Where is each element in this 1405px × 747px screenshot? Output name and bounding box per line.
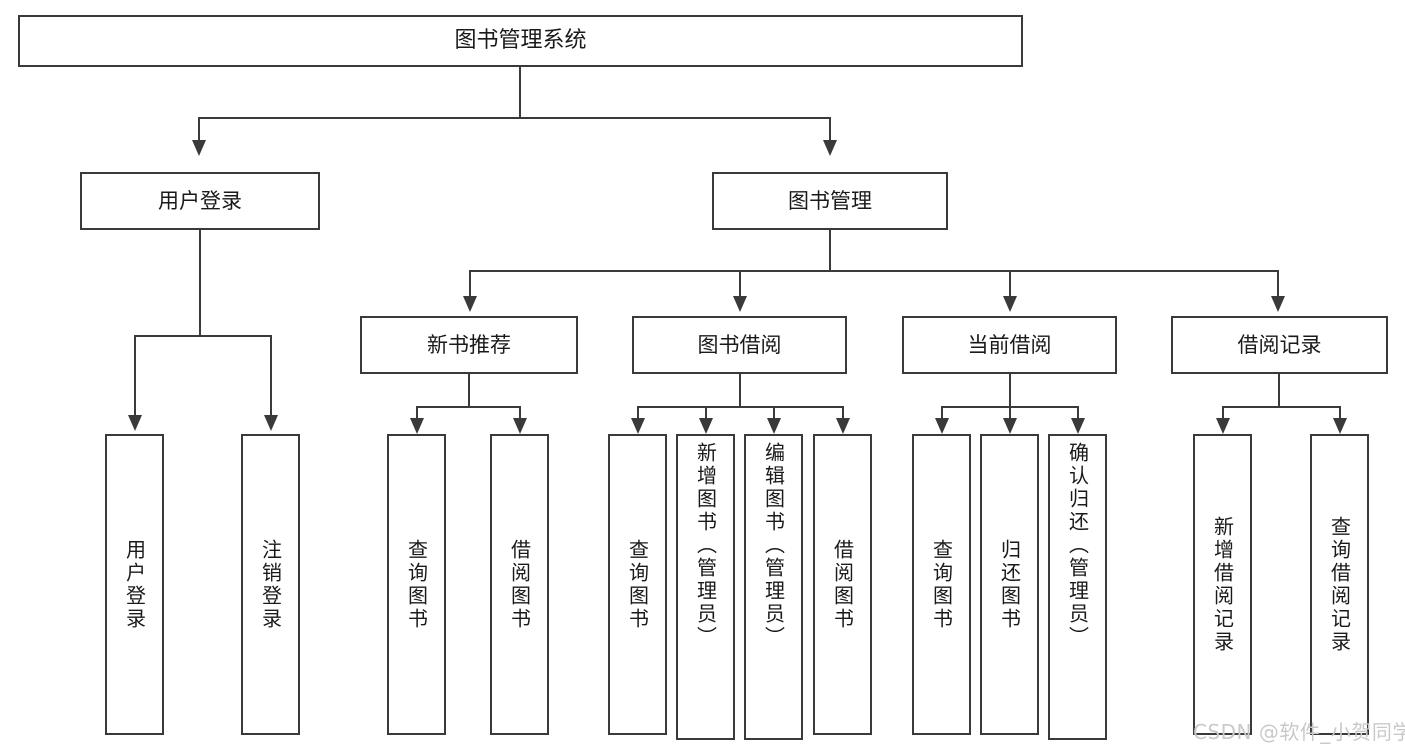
leaf-borrow-edit-book[interactable]: 编辑图书（管理员）: [744, 434, 803, 740]
connector-records-child-2: [1339, 406, 1341, 420]
node-new-book-recommendation[interactable]: 新书推荐: [360, 316, 578, 374]
connector-new-book-bar: [416, 406, 521, 408]
leaf-new-book-borrow[interactable]: 借阅图书: [490, 434, 549, 735]
leaf-label: 查询借阅记录: [1327, 515, 1352, 654]
leaf-records-add[interactable]: 新增借阅记录: [1193, 434, 1252, 735]
arrowhead-leaf-borrow-4: [836, 418, 850, 434]
arrowhead-leaf-borrow-2: [699, 418, 713, 434]
connector-to-borrow: [739, 270, 741, 298]
node-book-borrowing[interactable]: 图书借阅: [632, 316, 847, 374]
connector-current-child-1: [941, 406, 943, 420]
leaf-current-confirm-return[interactable]: 确认归还（管理员）: [1048, 434, 1107, 740]
arrowhead-user-login: [192, 140, 206, 156]
node-current-borrowing[interactable]: 当前借阅: [902, 316, 1117, 374]
leaf-label: 注销登录: [258, 538, 283, 631]
arrowhead-records: [1271, 296, 1285, 312]
leaf-label: 用户登录: [122, 538, 147, 631]
leaf-current-query[interactable]: 查询图书: [912, 434, 971, 735]
leaf-borrow-borrow-book[interactable]: 借阅图书: [813, 434, 872, 735]
connector-root-stem: [519, 67, 521, 117]
arrowhead-leaf-user-login-1: [128, 415, 142, 431]
connector-level2-bar: [469, 270, 1279, 272]
connector-current-stem: [1009, 374, 1011, 408]
leaf-new-book-query[interactable]: 查询图书: [387, 434, 446, 735]
node-book-management[interactable]: 图书管理: [712, 172, 948, 230]
leaf-records-query[interactable]: 查询借阅记录: [1310, 434, 1369, 735]
node-borrowing-records[interactable]: 借阅记录: [1171, 316, 1388, 374]
leaf-label: 新增图书（管理员）: [693, 442, 718, 649]
arrowhead-leaf-borrow-3: [767, 418, 781, 434]
connector-records-bar: [1222, 406, 1340, 408]
leaf-borrow-query[interactable]: 查询图书: [608, 434, 667, 735]
leaf-label: 确认归还（管理员）: [1065, 442, 1090, 649]
arrowhead-current: [1003, 296, 1017, 312]
leaf-label: 归还图书: [997, 538, 1022, 631]
leaf-current-return[interactable]: 归还图书: [980, 434, 1039, 735]
connector-level1-bar: [198, 117, 831, 119]
connector-to-book-mgmt: [829, 117, 831, 142]
leaf-label: 编辑图书（管理员）: [761, 442, 786, 649]
connector-borrow-child-4: [842, 406, 844, 420]
arrowhead-leaf-records-2: [1333, 418, 1347, 434]
arrowhead-leaf-new-book-2: [513, 418, 527, 434]
connector-user-login-stem: [199, 230, 201, 336]
connector-user-login-bar: [134, 335, 272, 337]
arrowhead-borrow: [733, 296, 747, 312]
connector-current-child-2: [1009, 406, 1011, 420]
connector-to-user-login: [198, 117, 200, 142]
arrowhead-book-mgmt: [823, 140, 837, 156]
leaf-user-login-logout[interactable]: 注销登录: [241, 434, 300, 735]
arrowhead-leaf-borrow-1: [631, 418, 645, 434]
connector-new-book-stem: [468, 374, 470, 408]
connector-to-records: [1277, 270, 1279, 298]
leaf-label: 借阅图书: [507, 538, 532, 631]
arrowhead-leaf-current-2: [1003, 418, 1017, 434]
arrowhead-leaf-current-1: [935, 418, 949, 434]
connector-borrow-bar: [637, 406, 844, 408]
leaf-label: 查询图书: [929, 538, 954, 631]
connector-to-new-book: [469, 270, 471, 298]
leaf-label: 查询图书: [625, 538, 650, 631]
connector-borrow-child-3: [773, 406, 775, 420]
leaf-borrow-add-book[interactable]: 新增图书（管理员）: [676, 434, 735, 740]
arrowhead-leaf-records-1: [1216, 418, 1230, 434]
node-user-login[interactable]: 用户登录: [80, 172, 320, 230]
leaf-label: 借阅图书: [830, 538, 855, 631]
connector-user-login-child-1: [134, 335, 136, 417]
arrowhead-leaf-new-book-1: [410, 418, 424, 434]
arrowhead-new-book: [463, 296, 477, 312]
node-root[interactable]: 图书管理系统: [18, 15, 1023, 67]
connector-new-book-child-2: [519, 406, 521, 420]
connector-borrow-child-1: [637, 406, 639, 420]
leaf-label: 新增借阅记录: [1210, 515, 1235, 654]
arrowhead-leaf-current-3: [1071, 418, 1085, 434]
connector-current-child-3: [1077, 406, 1079, 420]
connector-records-child-1: [1222, 406, 1224, 420]
connector-book-mgmt-stem: [829, 230, 831, 272]
arrowhead-leaf-user-login-2: [264, 415, 278, 431]
connector-borrow-child-2: [705, 406, 707, 420]
leaf-user-login-login[interactable]: 用户登录: [105, 434, 164, 735]
leaf-label: 查询图书: [404, 538, 429, 631]
connector-user-login-child-2: [270, 335, 272, 417]
connector-to-current: [1009, 270, 1011, 298]
connector-records-stem: [1278, 374, 1280, 408]
connector-borrow-stem: [739, 374, 741, 408]
connector-new-book-child-1: [416, 406, 418, 420]
